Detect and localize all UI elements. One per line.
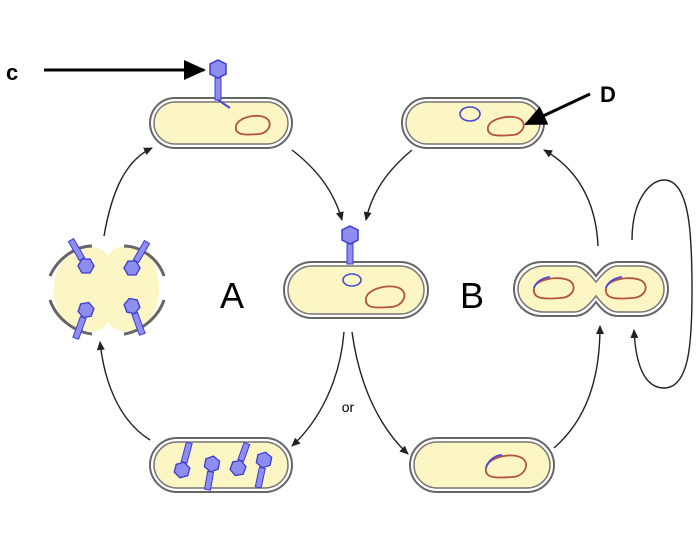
pointer-d-arrow — [524, 92, 591, 126]
lysing-cell — [48, 237, 166, 340]
phage-icon — [209, 59, 231, 109]
arrow-lysogen-to-infect — [363, 149, 413, 221]
cell-phage-attachment — [149, 97, 293, 149]
arrow-division-to-lysogen — [543, 149, 599, 247]
arrow-lysis-to-attach — [103, 147, 153, 237]
bacterial-chromosome — [365, 285, 406, 309]
cell-division — [512, 261, 670, 317]
arrow-assembly-to-lysis — [96, 341, 151, 441]
released-phage-icon — [123, 239, 151, 276]
new-phage-icon — [254, 451, 273, 489]
arrow-infect-to-lysogenic — [351, 331, 409, 455]
arrow-infect-to-lytic — [291, 331, 345, 447]
integrated-prophage-chromosome — [485, 454, 527, 479]
pointer-arrows — [44, 60, 591, 126]
label-or: or — [342, 399, 355, 415]
cell-lysogen-bottom — [409, 437, 555, 493]
new-phage-icon — [229, 441, 251, 477]
phage-icon — [341, 225, 359, 265]
released-phage-icon — [72, 301, 95, 340]
label-cycle-a: A — [220, 275, 244, 316]
arrow-lysogen-to-division — [553, 325, 604, 449]
cell-infected-center — [283, 261, 429, 319]
new-phage-icon — [203, 455, 221, 491]
cycle-arrows — [96, 147, 693, 455]
bacterial-chromosome — [235, 114, 271, 136]
label-pointer-c: c — [6, 60, 18, 85]
label-cycle-b: B — [460, 275, 484, 316]
released-phage-icon — [67, 237, 95, 274]
bacterial-chromosome — [487, 115, 525, 137]
phage-dna-circle — [459, 106, 481, 122]
label-pointer-d: D — [600, 82, 616, 107]
new-phage-icon — [173, 441, 193, 479]
released-phage-icon — [123, 297, 146, 336]
cell-phage-assembly — [149, 437, 293, 493]
phage-dna-circle — [342, 273, 362, 287]
arrow-division-loop — [630, 179, 693, 389]
arrow-attach-to-infect — [291, 149, 344, 221]
cell-lysogen-top — [401, 97, 545, 149]
